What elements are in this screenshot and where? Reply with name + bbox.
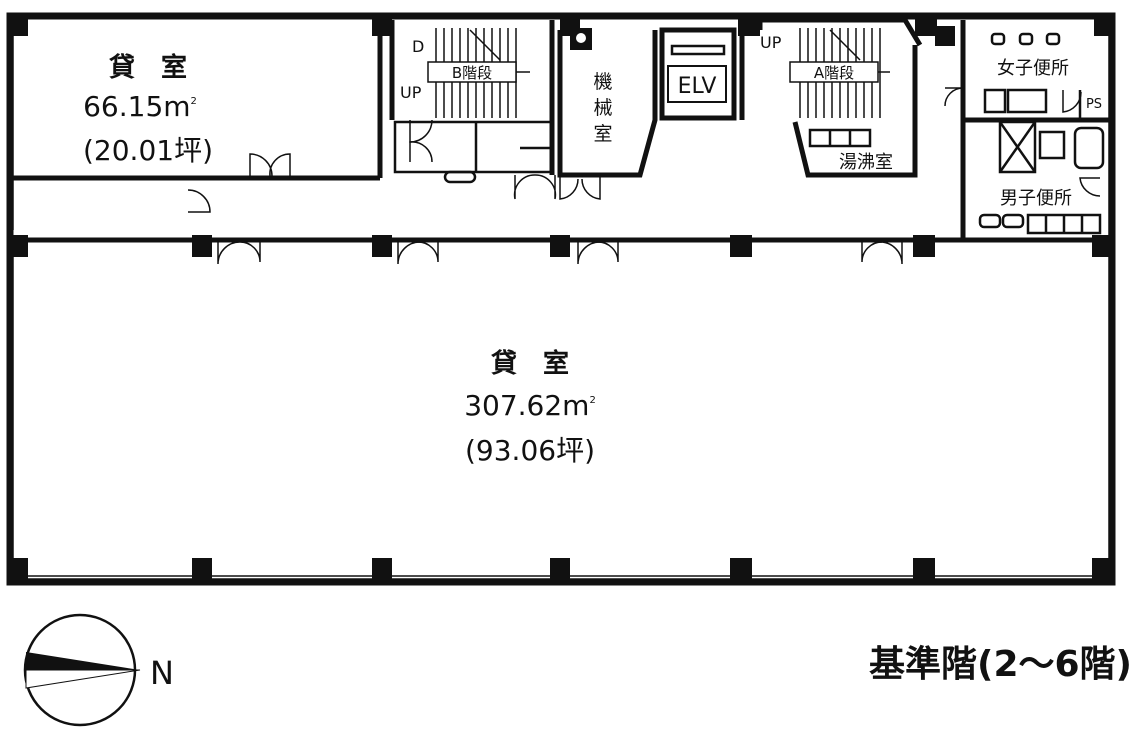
interior-walls xyxy=(12,17,1110,243)
large-office-name: 貸 室 xyxy=(490,348,569,379)
ps-label: PS xyxy=(1086,97,1102,112)
elevator-label: ELV xyxy=(678,74,717,99)
machine-room-char-1: 機 xyxy=(593,71,612,93)
thin-walls xyxy=(393,32,1105,235)
large-office-area: 307.62m2 xyxy=(464,389,596,422)
small-office-area: 66.15m2 xyxy=(83,90,197,123)
stair-a-label: A階段 xyxy=(814,64,854,82)
small-office-name: 貸 室 xyxy=(108,52,187,83)
stair-b-down: D xyxy=(412,37,424,56)
mens-toilet-label: 男子便所 xyxy=(1000,188,1072,209)
machine-room-char-3: 室 xyxy=(593,123,612,145)
large-office-tsubo: (93.06坪) xyxy=(465,434,595,467)
compass-north-label: N xyxy=(150,654,174,692)
large-office-area-sup: 2 xyxy=(589,395,595,406)
stair-b-label: B階段 xyxy=(452,64,492,82)
small-office-tsubo: (20.01坪) xyxy=(83,134,213,167)
kitchen-label: 湯沸室 xyxy=(839,152,893,173)
womens-toilet-label: 女子便所 xyxy=(997,58,1069,79)
stair-b-up: UP xyxy=(400,83,422,102)
machine-room-char-2: 械 xyxy=(593,97,612,119)
floor-title: 基準階(2〜6階) xyxy=(869,644,1132,685)
compass-icon xyxy=(23,613,141,727)
small-office-area-sup: 2 xyxy=(191,96,197,107)
stair-a-up: UP xyxy=(760,33,782,52)
door-swings xyxy=(187,87,1101,265)
